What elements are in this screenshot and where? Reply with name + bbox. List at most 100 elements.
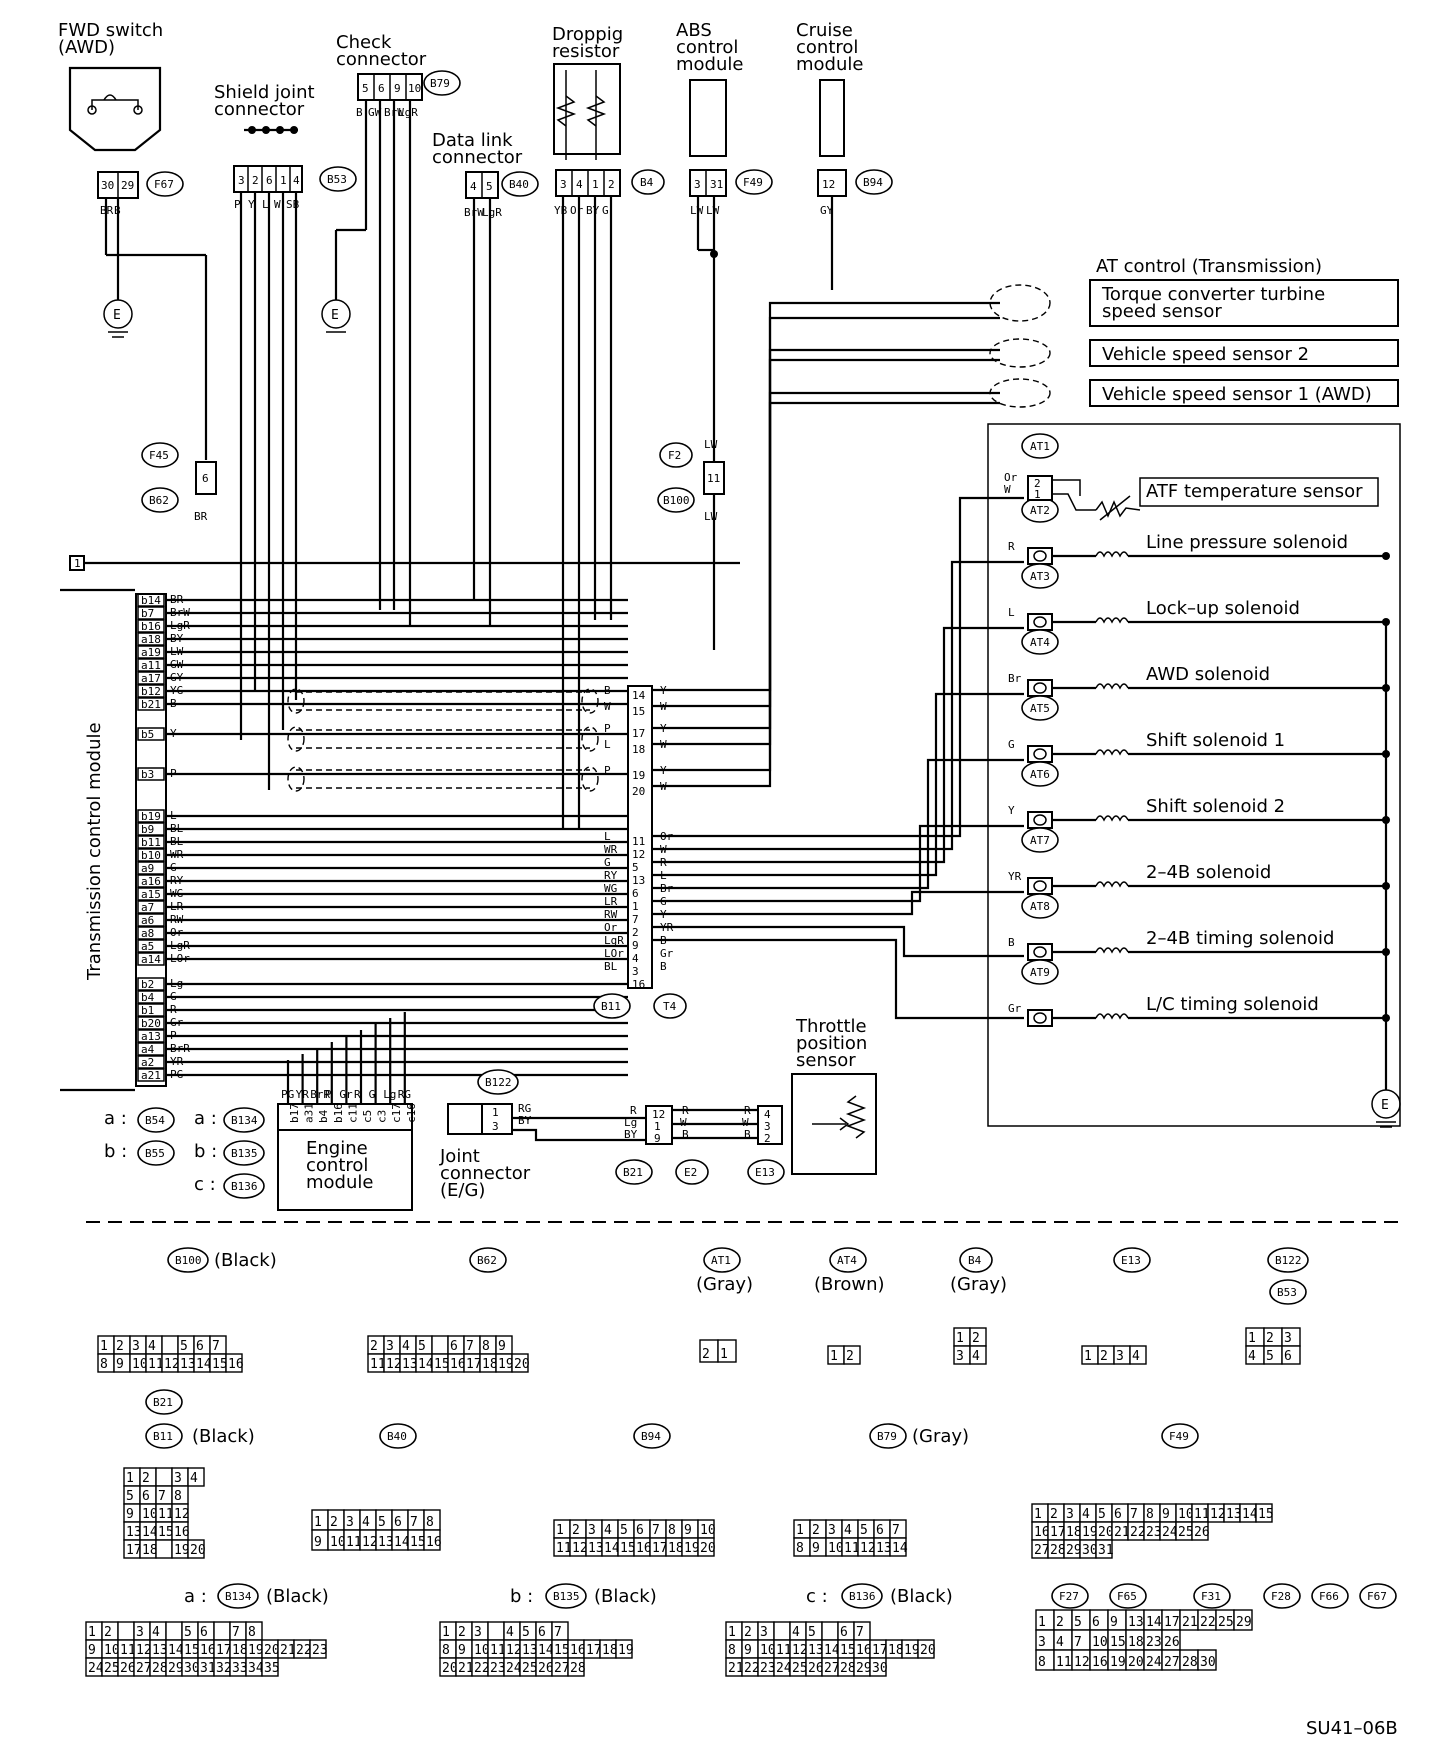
svg-text:B: B (356, 106, 363, 119)
svg-text:26: 26 (1164, 1635, 1180, 1650)
svg-text:15: 15 (434, 1357, 450, 1372)
solenoid-label: AWD solenoid (1146, 664, 1270, 685)
svg-text:F67: F67 (154, 178, 174, 191)
connector-f2-b100: F2 B100 11 LW LW (657, 438, 725, 523)
svg-text:7: 7 (158, 1489, 166, 1504)
b11-pin-label: 18 (632, 743, 645, 756)
tcm-pin-label: a7 (141, 901, 154, 914)
ecm-pin-label: c16 (405, 1103, 418, 1123)
svg-text:B: B (744, 1128, 751, 1141)
tcm-pin (137, 606, 165, 620)
legend-AT4: AT4(Brown) (814, 1247, 885, 1295)
ecm-pin-label: b16 (332, 1103, 345, 1123)
tcm-pin-label: b3 (141, 768, 154, 781)
svg-text:9: 9 (744, 1643, 752, 1658)
svg-text:31: 31 (1098, 1543, 1114, 1558)
svg-text:18: 18 (142, 1543, 158, 1558)
svg-text:Or: Or (570, 204, 584, 217)
svg-text:4: 4 (972, 1349, 980, 1364)
svg-text:LgR: LgR (482, 206, 502, 219)
tcm-pin (137, 1068, 165, 1082)
legend-B136: c :B136(Black) (806, 1583, 953, 1609)
svg-text:24: 24 (776, 1661, 792, 1676)
svg-text:1: 1 (100, 1339, 108, 1354)
tag-B21: B21 (615, 1159, 653, 1185)
tcm-pin-label: a2 (141, 1056, 154, 1069)
svg-text:28: 28 (840, 1661, 856, 1676)
svg-text:10: 10 (1092, 1635, 1108, 1650)
svg-text:2: 2 (572, 1523, 580, 1538)
svg-text:19: 19 (498, 1357, 514, 1372)
svg-text:b :: b : (194, 1141, 217, 1162)
svg-text:32: 32 (216, 1661, 232, 1676)
svg-text:17: 17 (466, 1357, 482, 1372)
b11-wire-color: W (604, 700, 611, 713)
tag-B40: B40 (501, 171, 539, 197)
wire (652, 938, 1024, 1020)
svg-text:F28: F28 (1271, 1590, 1291, 1603)
tcm-pin (137, 809, 165, 823)
svg-text:27: 27 (824, 1661, 840, 1676)
tcm-pin-label: b20 (141, 1017, 161, 1030)
wire (652, 824, 1024, 903)
svg-text:8: 8 (442, 1643, 450, 1658)
svg-text:B62: B62 (477, 1254, 497, 1267)
tcm-pin-label: b21 (141, 698, 161, 711)
svg-text:28: 28 (1050, 1543, 1066, 1558)
ecm-pin-label: b17 (288, 1103, 301, 1123)
legend-B122: B122 (1267, 1247, 1309, 1273)
b11-pin-label: 15 (632, 705, 645, 718)
svg-text:27: 27 (136, 1661, 152, 1676)
tcm-pin-label: b12 (141, 685, 161, 698)
tcm-pin (137, 684, 165, 698)
svg-text:5: 5 (860, 1523, 868, 1538)
svg-text:B11: B11 (601, 1000, 621, 1013)
svg-text:B135: B135 (231, 1147, 258, 1160)
b11-wire-color: B (604, 684, 611, 697)
solenoid-label: 2–4B solenoid (1146, 862, 1271, 883)
svg-text:25: 25 (522, 1661, 538, 1676)
svg-text:2: 2 (1100, 1349, 1108, 1364)
svg-text:6: 6 (840, 1625, 848, 1640)
ecm-pin-label: c11 (346, 1103, 359, 1123)
tcm-pin-label: a18 (141, 633, 161, 646)
tag-F67: F67 (146, 171, 184, 197)
svg-text:4: 4 (576, 178, 583, 191)
tcm-pin (137, 952, 165, 966)
tcm-pin (137, 593, 165, 607)
svg-text:1: 1 (956, 1331, 964, 1346)
svg-text:13: 13 (152, 1643, 168, 1658)
svg-text:2: 2 (1034, 477, 1041, 490)
svg-text:12: 12 (164, 1357, 180, 1372)
svg-text:16: 16 (1092, 1655, 1108, 1670)
svg-text:1: 1 (1084, 1349, 1092, 1364)
svg-text:1: 1 (280, 174, 287, 187)
svg-text:c :: c : (806, 1586, 828, 1607)
solenoid-wire-color: G (1008, 738, 1015, 751)
svg-text:35: 35 (264, 1661, 280, 1676)
tcm-pin-label: b1 (141, 1004, 154, 1017)
fwd-switch-label: FWD switch(AWD) (58, 20, 163, 58)
ecm-wire-color: BrR (310, 1088, 330, 1101)
svg-text:LW: LW (690, 204, 704, 217)
svg-text:L: L (262, 198, 269, 211)
svg-text:12: 12 (822, 178, 835, 191)
tcm-pin-label: a4 (141, 1043, 155, 1056)
legend-B79: B79(Gray) (869, 1423, 969, 1449)
wire (652, 358, 1000, 746)
svg-text:1: 1 (126, 1471, 134, 1486)
svg-text:20: 20 (264, 1643, 280, 1658)
b11-pin-label: 5 (632, 861, 639, 874)
svg-text:30: 30 (101, 179, 114, 192)
svg-text:8: 8 (482, 1339, 490, 1354)
svg-text:GW: GW (368, 106, 382, 119)
